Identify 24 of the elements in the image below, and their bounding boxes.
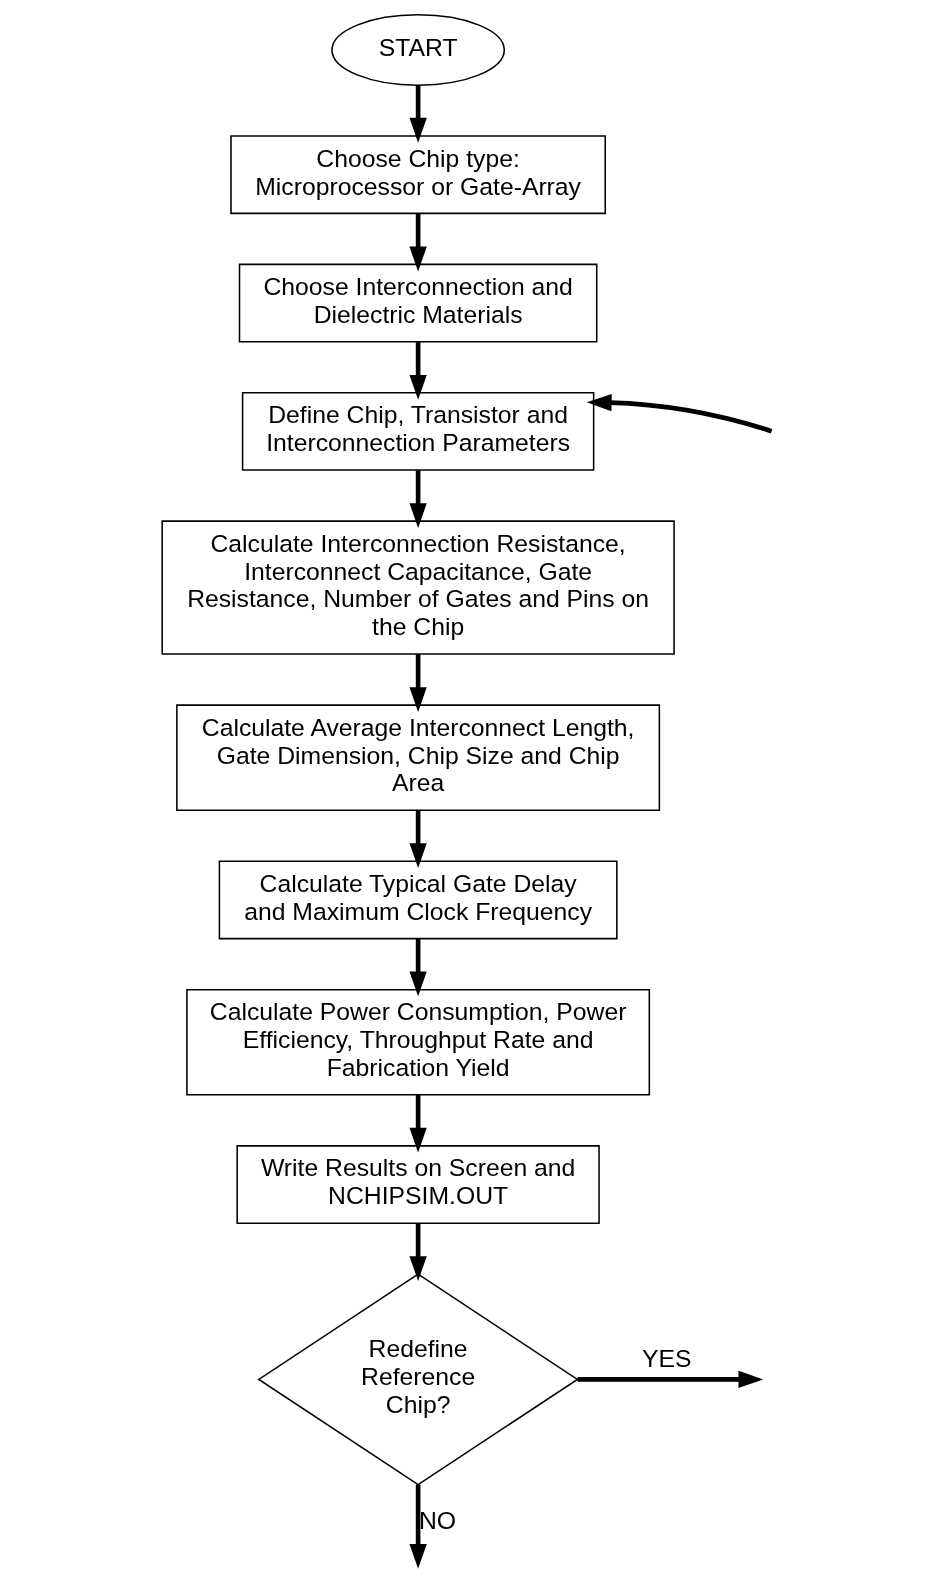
node-diamond: Redefine Reference Chip?	[256, 1273, 579, 1486]
node-box: Choose Chip type: Microprocessor or Gate-Array	[229, 135, 606, 215]
arrow	[408, 85, 427, 143]
arrow	[408, 654, 427, 712]
arrow	[408, 342, 427, 400]
node-box: Choose Interconnection and Dielectric Materials	[238, 263, 597, 343]
node-box: Calculate Interconnection Resistance, Interconnect Capacitance, Gate Resistance, Number of Gates and Pins on the Chip	[160, 520, 675, 655]
arrow	[408, 213, 427, 272]
arrow	[408, 810, 427, 868]
node-box: Calculate Typical Gate Delay and Maximum Clock Frequency	[218, 860, 618, 940]
arrow	[408, 1094, 427, 1153]
arrow	[408, 1223, 427, 1281]
arrow	[408, 1484, 427, 1569]
edge-label: NO	[418, 1507, 456, 1535]
edge-label: YES	[641, 1344, 692, 1372]
arrow	[408, 470, 427, 528]
arrow	[577, 1370, 763, 1389]
arrow	[408, 938, 427, 997]
node-box: Define Chip, Transistor and Interconnection Parameters	[241, 391, 594, 471]
node-ellipse: START	[330, 14, 505, 86]
node-box: Calculate Power Consumption, Power Efficiency, Throughput Rate and Fabrication Yield	[185, 988, 650, 1096]
arrow	[586, 393, 772, 434]
node-box: Write Results on Screen and NCHIPSIM.OUT	[235, 1145, 600, 1224]
node-box: Calculate Average Interconnect Length, Gate Dimension, Chip Size and Chip Area	[175, 704, 660, 812]
